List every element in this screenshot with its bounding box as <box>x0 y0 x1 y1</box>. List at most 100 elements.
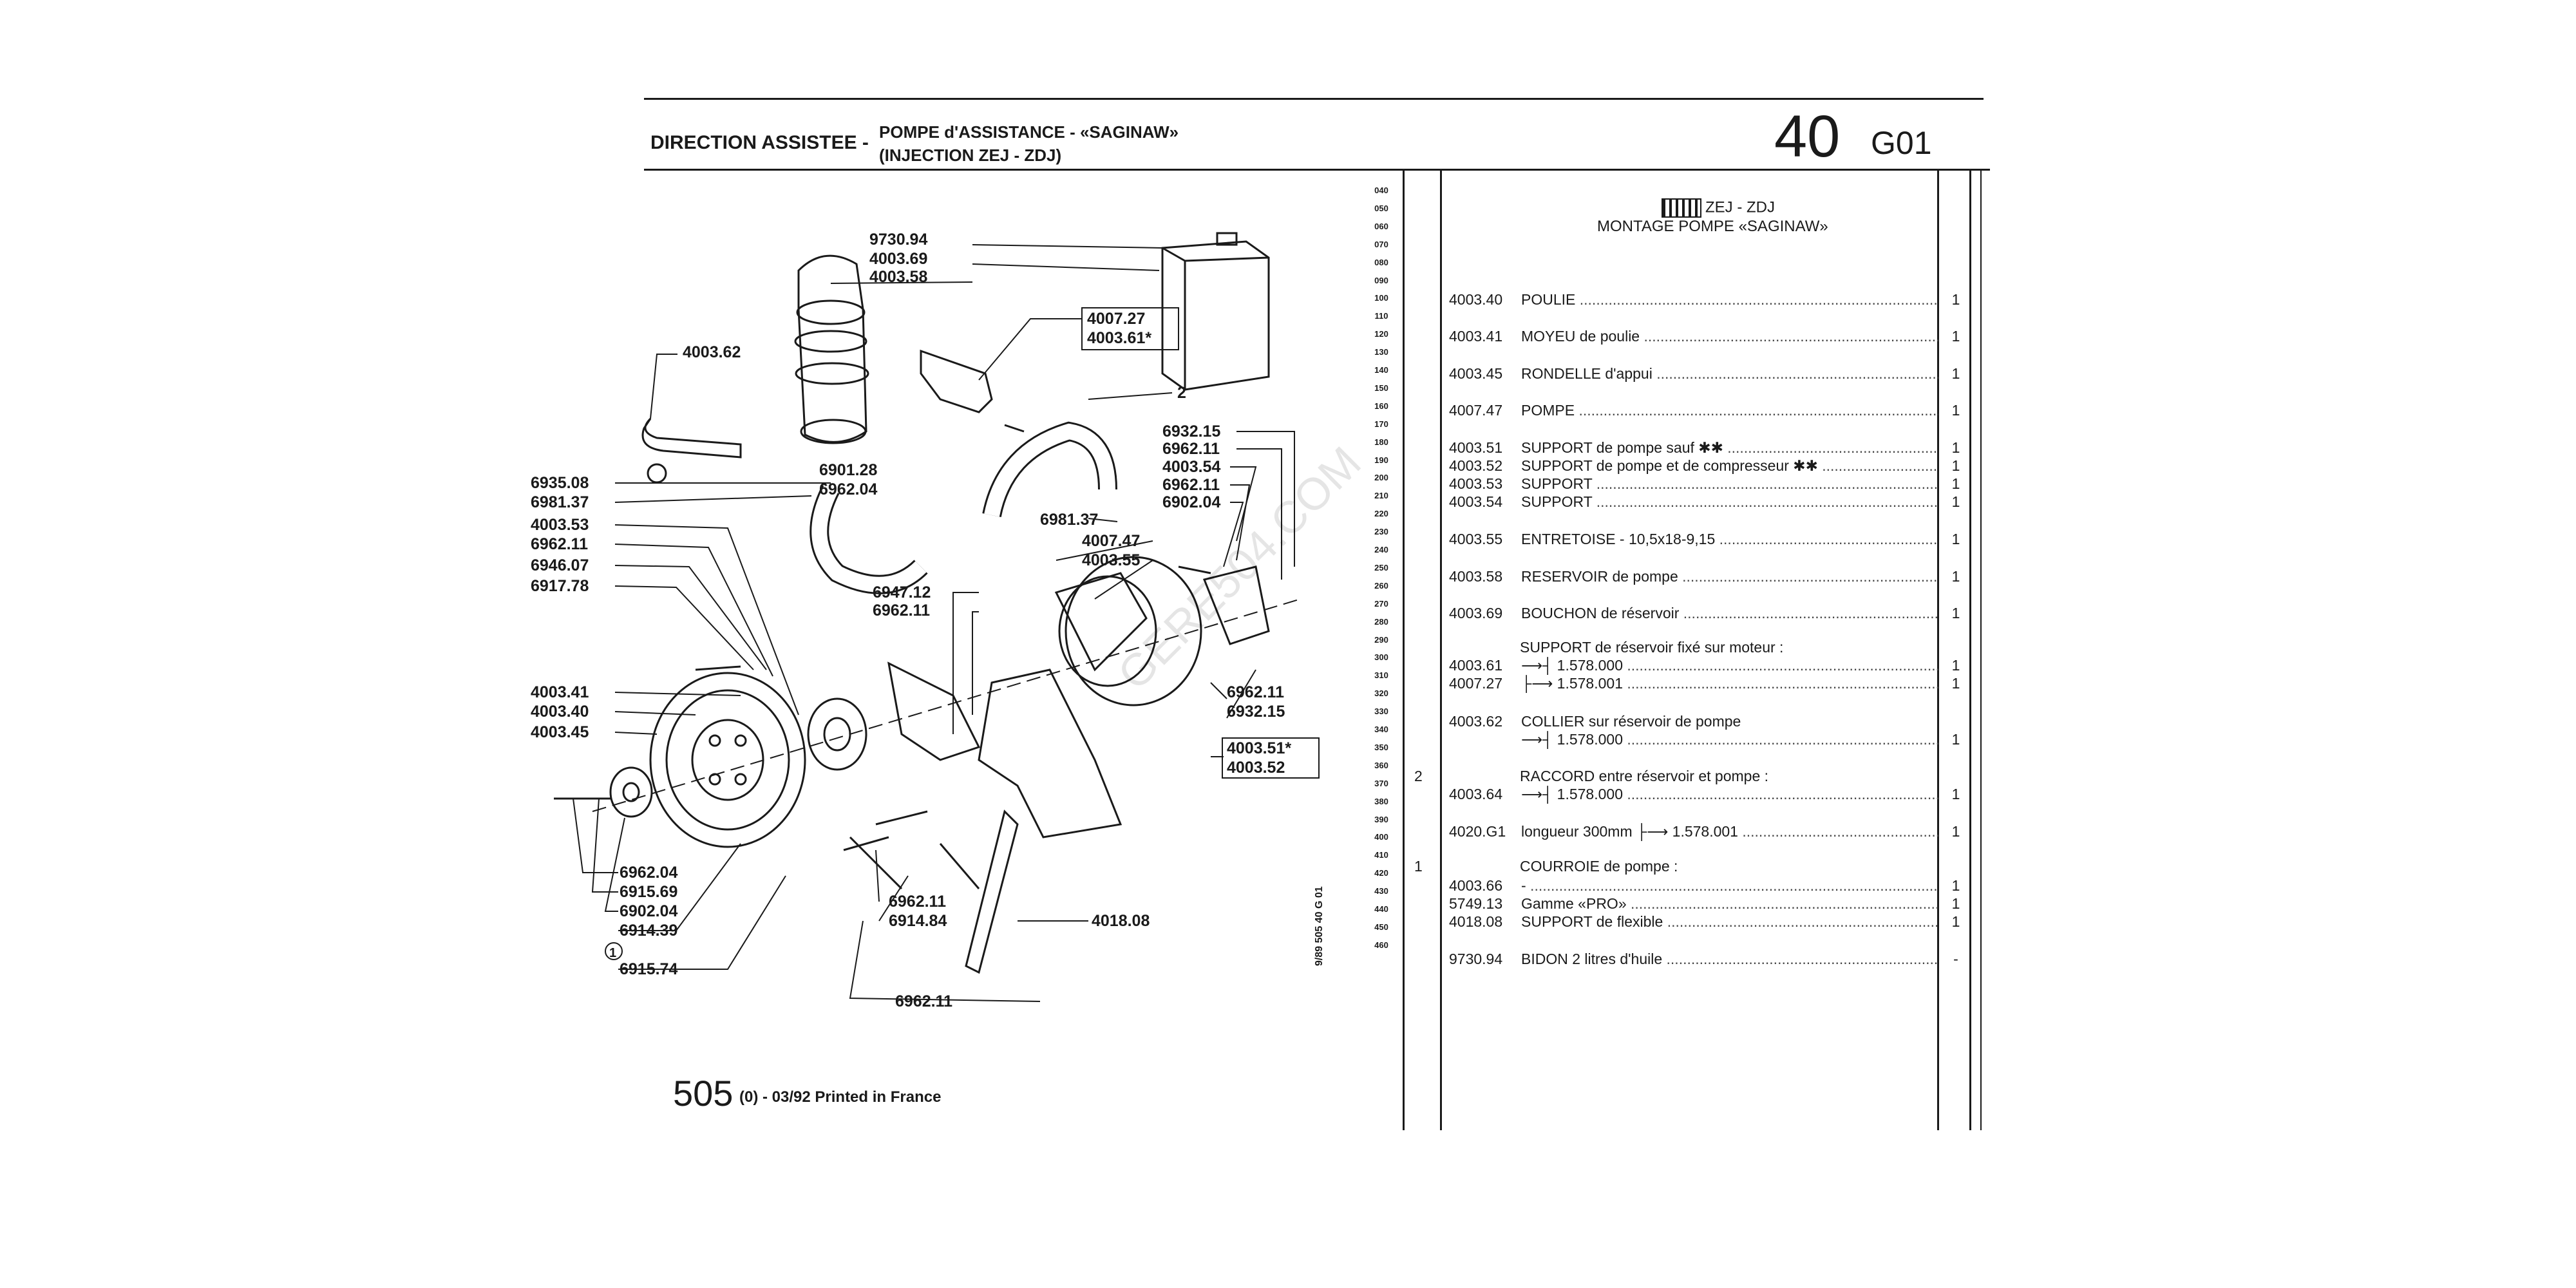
part-quantity: 1 <box>1951 439 1960 456</box>
label-6962-04-bottom: 6962.04 <box>620 864 677 882</box>
label-6981-37-left: 6981.37 <box>531 493 589 511</box>
flexible-support-drawing <box>965 810 1019 974</box>
part-quantity: 1 <box>1951 605 1960 621</box>
part-row: 4003.64⟶┤ 1.578.000 ....................… <box>1449 784 1938 804</box>
label-4003-40: 4003.40 <box>531 703 589 721</box>
vertical-reference-code: 9/89 505 40 G 01 <box>1314 886 1325 966</box>
leader-dots: ........................................… <box>1630 895 1938 912</box>
part-reference: 9730.94 <box>1449 951 1503 967</box>
leader-dots: ........................................… <box>1627 657 1938 674</box>
part-label: SUPPORT de pompe et de compresseur ✱✱ <box>1521 457 1818 474</box>
part-quantity: - <box>1953 951 1958 967</box>
leader-dots: ........................................… <box>1727 439 1938 456</box>
line-number: 250 <box>1374 562 1388 573</box>
leader-dots: ........................................… <box>1627 731 1938 748</box>
part-reference: 4003.41 <box>1449 328 1503 345</box>
label-6935-08: 6935.08 <box>531 474 589 492</box>
line-number: 450 <box>1374 922 1388 932</box>
part-reference: 4003.45 <box>1449 365 1503 382</box>
line-number: 440 <box>1374 904 1388 914</box>
leader-dots: ........................................… <box>1643 328 1938 345</box>
line-number: 360 <box>1374 760 1388 770</box>
subheading-courroie: COURROIE de pompe : <box>1520 858 1678 875</box>
part-label: ⟶┤ 1.578.000 <box>1521 786 1623 802</box>
part-quantity: 1 <box>1951 328 1960 345</box>
label-4003-58: 4003.58 <box>869 268 927 286</box>
line-number: 460 <box>1374 940 1388 950</box>
line-number: 130 <box>1374 347 1388 357</box>
line-number: 170 <box>1374 419 1388 429</box>
part-quantity: 1 <box>1951 568 1960 585</box>
part-label: longueur 300mm ├⟶ 1.578.001 <box>1521 823 1738 840</box>
part-quantity: 1 <box>1951 877 1960 894</box>
part-label: POMPE <box>1521 402 1575 419</box>
column-rule-5 <box>1980 171 1982 1130</box>
part-reference: 4003.69 <box>1449 605 1503 621</box>
line-number: 300 <box>1374 652 1388 663</box>
collar-drawing <box>641 417 742 459</box>
line-number: 420 <box>1374 868 1388 878</box>
line-number: 060 <box>1374 221 1388 231</box>
top-rule <box>644 98 1984 100</box>
label-6947-12: 6947.12 <box>873 583 931 601</box>
label-4007-27: 4007.27 <box>1087 310 1145 328</box>
label-4003-51: 4003.51* <box>1227 739 1291 757</box>
label-6946-07: 6946.07 <box>531 556 589 574</box>
part-quantity: 1 <box>1951 731 1960 748</box>
label-2: 2 <box>1177 384 1186 402</box>
part-quantity: 1 <box>1951 823 1960 840</box>
part-label: ⟶┤ 1.578.000 <box>1521 657 1623 674</box>
label-6962-11-left: 6962.11 <box>531 535 588 553</box>
column-rule-4 <box>1969 171 1971 1130</box>
column-rule-2 <box>1440 171 1442 1130</box>
part-label: ├⟶ 1.578.001 <box>1521 675 1623 692</box>
label-4003-62: 4003.62 <box>683 343 741 361</box>
line-number: 040 <box>1374 185 1388 195</box>
section-title: DIRECTION ASSISTEE - <box>650 132 869 153</box>
line-number: 330 <box>1374 706 1388 717</box>
label-4018-08: 4018.08 <box>1092 912 1150 930</box>
bolt-drawing <box>554 424 1211 851</box>
part-quantity: 1 <box>1951 531 1960 547</box>
part-reference: 4003.55 <box>1449 531 1503 547</box>
part-label: RESERVOIR de pompe <box>1521 568 1678 585</box>
label-6962-04-top: 6962.04 <box>819 480 877 498</box>
part-quantity: 1 <box>1951 913 1960 930</box>
print-info: (0) - 03/92 Printed in France <box>739 1088 942 1106</box>
line-number: 430 <box>1374 886 1388 896</box>
leader-dots: ........................................… <box>1596 475 1938 492</box>
part-reference: 4003.66 <box>1449 877 1503 894</box>
line-number: 350 <box>1374 742 1388 752</box>
pump-support-drawing <box>978 668 1122 838</box>
line-number: 280 <box>1374 616 1388 627</box>
line-number: 090 <box>1374 275 1388 285</box>
line-number: 370 <box>1374 778 1388 788</box>
label-4007-47: 4007.47 <box>1082 532 1140 550</box>
label-4003-41: 4003.41 <box>531 683 589 701</box>
label-6962-11-lower: 6962.11 <box>889 893 946 911</box>
part-reference: 4003.58 <box>1449 568 1503 585</box>
label-4003-69: 4003.69 <box>869 250 927 268</box>
leader-dots: ........................................… <box>1579 291 1938 308</box>
part-reference: 4003.52 <box>1449 457 1503 474</box>
line-number: 140 <box>1374 365 1388 375</box>
line-number: 410 <box>1374 850 1388 860</box>
leader-dots: ........................................… <box>1667 913 1938 930</box>
part-label: SUPPORT <box>1521 493 1593 510</box>
line-number: 270 <box>1374 598 1388 609</box>
hub-drawing <box>807 697 867 771</box>
part-reference: 5749.13 <box>1449 895 1503 912</box>
header-rule <box>644 169 1990 171</box>
line-number: 310 <box>1374 670 1388 681</box>
line-number: 340 <box>1374 724 1388 734</box>
part-quantity: 1 <box>1951 457 1960 474</box>
label-4003-52: 4003.52 <box>1227 759 1285 777</box>
raccord-note: 2 <box>1414 768 1423 784</box>
